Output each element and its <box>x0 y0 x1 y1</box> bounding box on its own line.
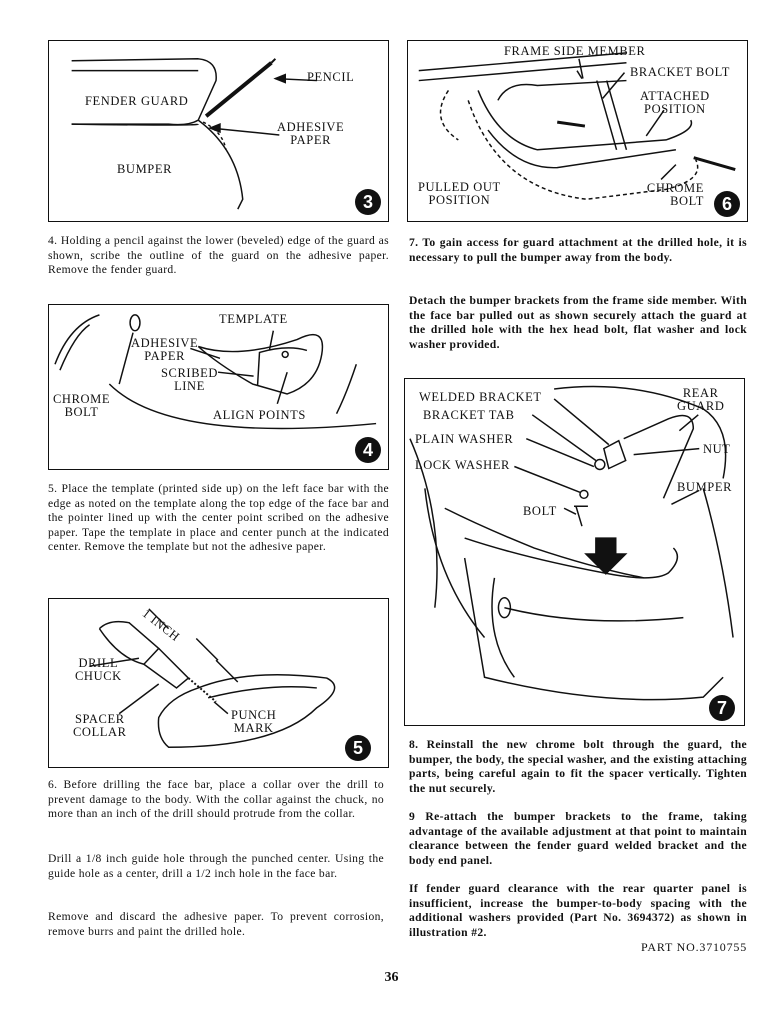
label-bracket-bolt: BRACKET BOLT <box>630 65 730 79</box>
step-7-detach-text: Detach the bumper brackets from the fram… <box>409 294 747 351</box>
label-spacer-collar: SPACER COLLAR <box>73 712 127 739</box>
label-attached-position: ATTACHED POSITION <box>640 89 710 116</box>
label-adhesive-paper: ADHESIVE PAPER <box>131 336 199 363</box>
figure-4-drawing <box>54 314 377 430</box>
label-punch-mark: PUNCH MARK <box>231 708 277 735</box>
figure-number-badge: 3 <box>355 189 381 215</box>
step-6-text: 6. Before drilling the face bar, place a… <box>48 778 384 821</box>
figure-number-badge: 5 <box>345 735 371 761</box>
label-rear-guard: REAR GUARD <box>677 386 725 413</box>
figure-number-badge: 6 <box>714 191 740 217</box>
step-7-text: 7. To gain access for guard attachment a… <box>409 236 747 264</box>
label-bolt: BOLT <box>523 504 557 518</box>
step-8-text: 8. Reinstall the new chrome bolt through… <box>409 738 747 795</box>
label-frame-side-member: FRAME SIDE MEMBER <box>504 44 646 58</box>
label-bumper: BUMPER <box>677 480 733 494</box>
label-align-points: ALIGN POINTS <box>213 408 306 422</box>
label-template: TEMPLATE <box>219 312 288 326</box>
step-9-clearance-text: If fender guard clearance with the rear … <box>409 882 747 939</box>
label-lock-washer: LOCK WASHER <box>415 458 510 472</box>
figure-5-drawing <box>89 608 336 748</box>
figure-number-badge: 7 <box>709 695 735 721</box>
figure-4: TEMPLATE ADHESIVE PAPER SCRIBED LINE CHR… <box>48 304 389 470</box>
label-scribed-line: SCRIBED LINE <box>161 366 218 393</box>
step-6-drill-text: Drill a 1/8 inch guide hole through the … <box>48 852 384 880</box>
label-bracket-tab: BRACKET TAB <box>423 408 515 422</box>
step-6-remove-text: Remove and discard the adhesive paper. T… <box>48 910 384 938</box>
figure-3: PENCIL FENDER GUARD ADHESIVE PAPER BUMPE… <box>48 40 389 222</box>
step-4-text: 4. Holding a pencil against the lower (b… <box>48 234 389 277</box>
label-chrome-bolt: CHROME BOLT <box>646 181 704 208</box>
page-number: 36 <box>384 970 399 985</box>
figure-5: 1 INCH DRILL CHUCK SPACER COLLAR PUNCH M… <box>48 598 389 768</box>
figure-number-badge: 4 <box>355 437 381 463</box>
label-pencil: PENCIL <box>307 70 355 84</box>
figure-6-drawing <box>418 52 736 200</box>
figure-3-drawing <box>71 58 317 210</box>
label-chrome-bolt: CHROME BOLT <box>53 392 111 419</box>
label-fender-guard: FENDER GUARD <box>85 94 189 108</box>
figure-7: WELDED BRACKET BRACKET TAB PLAIN WASHER … <box>404 378 745 726</box>
figure-6: FRAME SIDE MEMBER BRACKET BOLT ATTACHED … <box>407 40 748 222</box>
label-pulled-out-position: PULLED OUT POSITION <box>418 180 501 207</box>
figure-7-drawing <box>409 385 734 701</box>
step-9-text: 9 Re-attach the bumper brackets to the f… <box>409 810 747 867</box>
step-5-text: 5. Place the template (printed side up) … <box>48 482 389 554</box>
label-welded-bracket: WELDED BRACKET <box>419 390 542 404</box>
label-bumper: BUMPER <box>117 162 173 176</box>
label-drill-chuck: DRILL CHUCK <box>75 656 122 683</box>
part-number: PART NO.3710755 <box>641 940 747 954</box>
label-plain-washer: PLAIN WASHER <box>415 432 514 446</box>
label-adhesive-paper: ADHESIVE PAPER <box>277 120 345 147</box>
label-nut: NUT <box>703 442 731 456</box>
